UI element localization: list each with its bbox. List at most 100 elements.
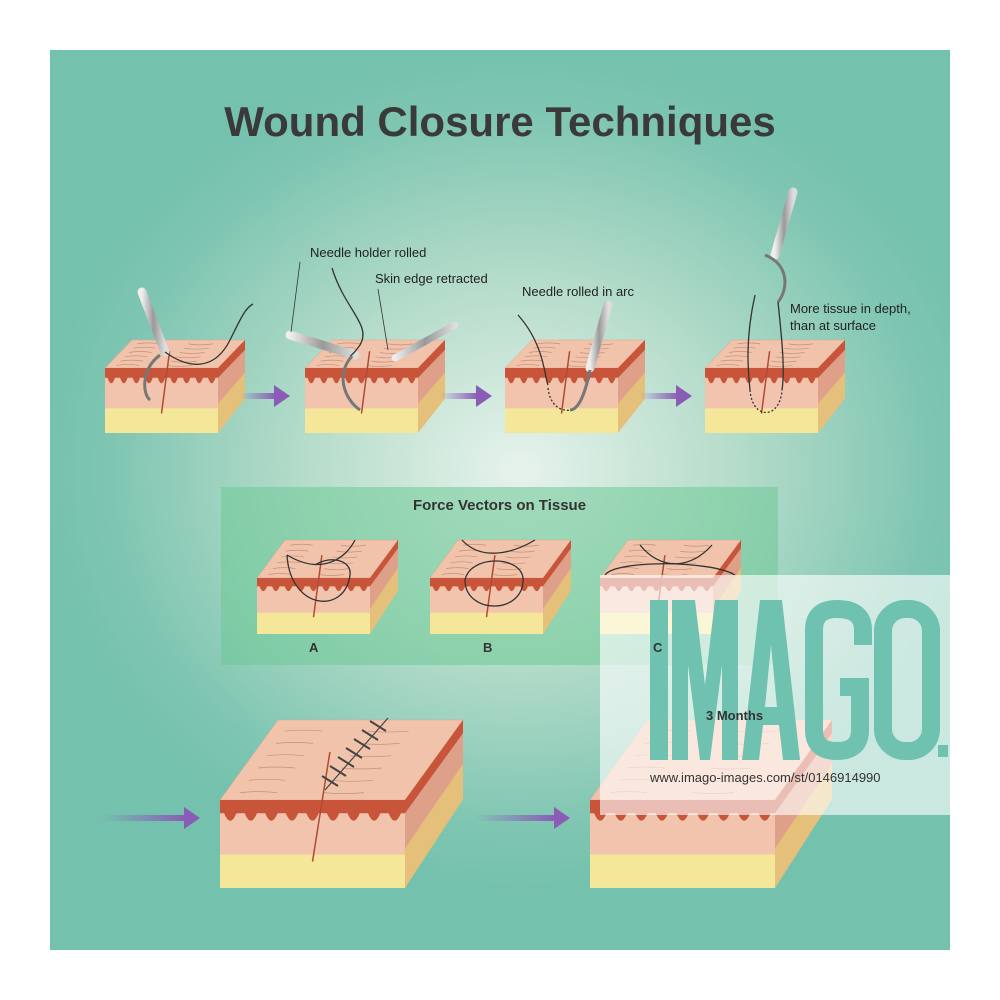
label-skin-edge-retracted: Skin edge retracted (375, 271, 488, 286)
arrow-icon (440, 385, 492, 407)
needle-holder-icon (137, 287, 170, 357)
watermark: www.imago-images.com/st/0146914990 (600, 575, 950, 815)
arrow-shaft (440, 393, 478, 399)
logo-letter-g (805, 599, 872, 761)
forceps-icon (391, 321, 459, 362)
arrow-icon (240, 385, 290, 407)
skin-texture (441, 573, 518, 576)
skin-texture (733, 346, 809, 350)
watermark-url: www.imago-images.com/st/0146914990 (650, 770, 881, 785)
skin-texture (316, 364, 393, 367)
suture-thread (517, 314, 549, 386)
skin-block (704, 339, 846, 433)
skin-block (504, 339, 646, 433)
skin-block (219, 719, 464, 888)
wound-incision (560, 351, 571, 414)
block-side-epidermis (818, 340, 845, 378)
label-b: B (483, 640, 493, 655)
suture-thread (747, 294, 784, 391)
block-side-epidermis (405, 720, 463, 814)
skin-texture (290, 543, 366, 547)
wound-incision (160, 351, 171, 414)
skin-texture (124, 355, 201, 359)
fat-layer (430, 611, 543, 634)
suture-loop-c (604, 544, 736, 576)
epidermis-layer (105, 368, 218, 384)
skin-texture (284, 729, 409, 733)
label-needle-rolled-in-arc: Needle rolled in arc (522, 284, 635, 299)
skin-texture (268, 573, 345, 576)
suture-thread (164, 303, 254, 365)
epidermis-layer (430, 578, 543, 592)
arrow-head (554, 807, 570, 829)
dotted-path (547, 387, 573, 411)
label-c: C (653, 640, 663, 655)
skin-texture (628, 549, 705, 553)
fat-layer (257, 611, 370, 634)
skin-texture (128, 351, 205, 354)
epidermis-layer (705, 368, 818, 384)
skin-texture (724, 355, 801, 359)
skin-texture (633, 543, 709, 547)
arrow-head (184, 807, 200, 829)
wound-incision (760, 351, 771, 414)
skin-texture (454, 555, 531, 559)
label-more-tissue-2: than at surface (790, 318, 876, 333)
skin-texture (320, 359, 397, 363)
label-a: A (309, 640, 319, 655)
arrow-shaft (475, 815, 556, 821)
arrow-shaft (640, 393, 678, 399)
skin-texture (728, 351, 805, 354)
logo-dot (938, 745, 948, 757)
skin-texture (272, 567, 349, 570)
needle-arc (341, 355, 361, 412)
skin-texture (240, 791, 365, 794)
skin-texture (249, 778, 374, 782)
logo-letter-m (672, 600, 738, 760)
skin-block (429, 539, 572, 634)
arrow-head (274, 385, 290, 407)
arrow-icon (640, 385, 692, 407)
block-side-epidermis (418, 340, 445, 378)
skin-texture (266, 754, 391, 758)
label-3-months: 3 Months (706, 708, 764, 723)
skin-block (104, 339, 246, 433)
needle-holder-icon (770, 187, 798, 260)
label-needle-holder-rolled: Needle holder rolled (310, 245, 427, 260)
skin-texture (463, 543, 539, 547)
skin-texture (450, 561, 527, 565)
block-side-epidermis (370, 540, 398, 587)
block-side-epidermis (218, 340, 245, 378)
suture-thread (331, 267, 364, 357)
arrow-shaft (103, 815, 186, 821)
skin-texture (133, 346, 209, 350)
skin-texture (337, 342, 414, 346)
skin-texture (285, 549, 362, 553)
block-side-epidermis (543, 540, 571, 587)
arrow-head (676, 385, 692, 407)
skin-texture (281, 555, 358, 559)
skin-block (304, 339, 446, 433)
label-more-tissue-1: More tissue in depth, (790, 301, 911, 316)
fat-layer (590, 852, 775, 888)
suture-loop-b (461, 539, 536, 607)
arrow-shaft (240, 393, 276, 399)
block-side-epidermis (713, 540, 741, 587)
logo-letter-o (874, 600, 940, 760)
logo-letter-a (742, 600, 800, 760)
arrow-head (476, 385, 492, 407)
epidermis-layer (220, 800, 405, 821)
watermark-logo (650, 599, 948, 761)
force-panel-title: Force Vectors on Tissue (412, 497, 587, 514)
arrow-icon (475, 807, 570, 829)
needle-arc (569, 369, 592, 412)
needle-arc (764, 253, 787, 303)
needle-holder-icon (285, 330, 360, 360)
wound-incision (360, 351, 371, 414)
skin-texture (277, 561, 354, 565)
epidermis-layer (257, 578, 370, 592)
wound-incision (311, 751, 331, 862)
skin-texture (716, 364, 793, 367)
page-title: Wound Closure Techniques (224, 98, 776, 145)
